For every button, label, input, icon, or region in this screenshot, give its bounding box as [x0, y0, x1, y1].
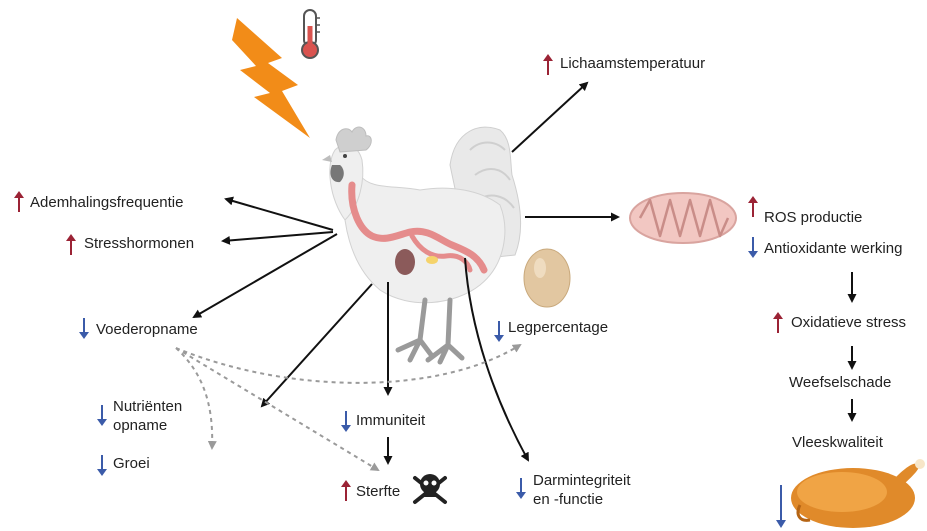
- label-meat-quality: Vleeskwaliteit: [792, 434, 883, 452]
- thermometer-icon: [302, 10, 320, 58]
- label-ros: ROS productie: [764, 209, 862, 227]
- dashed-arrow-laying: [176, 345, 520, 383]
- decrease-arrow-icon: [79, 317, 89, 339]
- increase-arrow-icon: [14, 191, 24, 213]
- label-antioxidant: Antioxidante werking: [764, 240, 902, 258]
- arrow-body-temp: [512, 83, 587, 152]
- decrease-arrow-icon: [494, 320, 504, 342]
- lightning-icon: [232, 18, 310, 138]
- label-nutrient-intake-line2: opname: [113, 417, 167, 435]
- effect-arrows: [194, 83, 852, 463]
- label-gut-line1: Darmintegriteit: [533, 472, 631, 490]
- arrow-nutrients: [262, 284, 372, 406]
- arrow-stress-hormones: [223, 232, 333, 241]
- label-body-temp: Lichaamstemperatuur: [560, 55, 705, 73]
- label-mortality: Sterfte: [356, 483, 400, 501]
- label-laying-rate: Legpercentage: [508, 319, 608, 337]
- increase-arrow-icon: [543, 54, 553, 76]
- increase-arrow-icon: [748, 196, 758, 218]
- dashed-arrow-mortality: [176, 348, 378, 470]
- skull-crossbones-icon: [415, 474, 445, 502]
- decrease-arrow-icon: [516, 477, 526, 499]
- increase-arrow-icon: [341, 480, 351, 502]
- label-oxidative-stress: Oxidatieve stress: [791, 314, 906, 332]
- arrow-feed-intake: [194, 234, 337, 317]
- egg-icon: [524, 249, 570, 307]
- label-gut-line2: en -functie: [533, 491, 603, 509]
- label-nutrient-intake-line1: Nutriënten: [113, 398, 182, 416]
- decrease-arrow-icon: [97, 404, 107, 426]
- label-growth: Groei: [113, 455, 150, 473]
- decrease-arrow-icon: [776, 484, 786, 528]
- chicken-illustration: [322, 127, 521, 362]
- label-feed-intake: Voederopname: [96, 321, 198, 339]
- arrow-breathing: [226, 199, 333, 230]
- mitochondrion-icon: [630, 193, 736, 243]
- decrease-arrow-icon: [341, 410, 351, 432]
- label-breathing: Ademhalingsfrequentie: [30, 194, 183, 212]
- label-immunity: Immuniteit: [356, 412, 425, 430]
- increase-arrow-icon: [66, 234, 76, 256]
- decrease-arrow-icon: [97, 454, 107, 476]
- roast-chicken-icon: [791, 459, 925, 528]
- label-tissue-damage: Weefselschade: [789, 374, 891, 392]
- dashed-arrows: [176, 345, 520, 470]
- label-stress-hormones: Stresshormonen: [84, 235, 194, 253]
- decrease-arrow-icon: [748, 236, 758, 258]
- increase-arrow-icon: [773, 312, 783, 334]
